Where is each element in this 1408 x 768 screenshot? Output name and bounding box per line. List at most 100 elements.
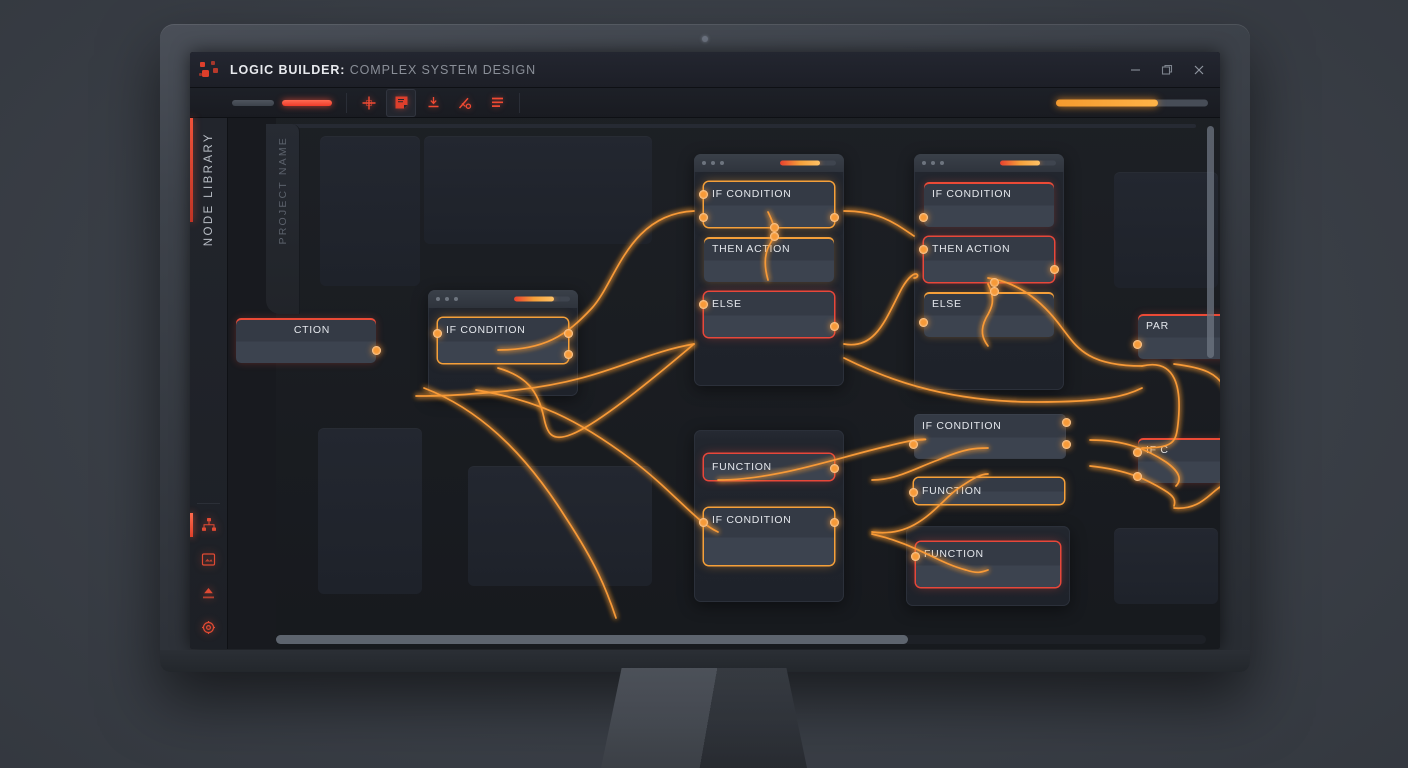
sidebar-icon-hierarchy[interactable] bbox=[190, 513, 222, 537]
title-bar: LOGIC BUILDER: COMPLEX SYSTEM DESIGN bbox=[190, 52, 1220, 88]
import-button[interactable] bbox=[418, 89, 448, 117]
webcam-dot bbox=[702, 36, 708, 42]
node-port-out[interactable] bbox=[564, 329, 573, 338]
node-if-condition[interactable]: IF CONDITION bbox=[699, 508, 839, 565]
node-if-condition-clipped[interactable]: IF C bbox=[1133, 438, 1220, 483]
node-port-out[interactable] bbox=[830, 322, 839, 331]
node-port-top[interactable] bbox=[770, 232, 779, 241]
node-canvas[interactable]: IF CONDITION THEN ACTION bbox=[236, 118, 1220, 649]
link-19 bbox=[1173, 363, 1220, 383]
close-button[interactable] bbox=[1184, 57, 1214, 83]
vertical-scrollbar[interactable] bbox=[1207, 126, 1214, 358]
node-label: FUNCTION bbox=[924, 548, 984, 560]
sidebar-icon-frame[interactable] bbox=[196, 547, 222, 571]
node-if-condition[interactable]: IF CONDITION bbox=[433, 318, 573, 363]
node-if-condition[interactable]: IF CONDITION bbox=[919, 182, 1054, 227]
node-if-condition-right[interactable]: IF CONDITION bbox=[909, 414, 1071, 459]
node-else[interactable]: ELSE bbox=[699, 292, 839, 337]
node-port-in[interactable] bbox=[909, 488, 918, 497]
node-parameter-clipped[interactable]: PAR bbox=[1133, 314, 1220, 359]
add-node-button[interactable] bbox=[354, 89, 384, 117]
node-port-top[interactable] bbox=[990, 287, 999, 296]
list-button[interactable] bbox=[482, 89, 512, 117]
node-group-1[interactable]: IF CONDITION THEN ACTION bbox=[694, 154, 844, 386]
group-header[interactable] bbox=[914, 154, 1064, 172]
node-body bbox=[704, 205, 834, 227]
toolbar-pill-inactive[interactable] bbox=[232, 99, 274, 106]
node-port-out[interactable] bbox=[830, 518, 839, 527]
maximize-button[interactable] bbox=[1152, 57, 1182, 83]
node-if-condition[interactable]: IF CONDITION bbox=[699, 182, 839, 232]
node-port-out[interactable] bbox=[1062, 418, 1071, 427]
node-function-mid[interactable]: FUNCTION bbox=[909, 478, 1064, 504]
node-port-in[interactable] bbox=[1133, 340, 1142, 349]
node-group-4[interactable]: FUNCTION IF CONDITION bbox=[694, 430, 844, 602]
node-port-bottom[interactable] bbox=[990, 278, 999, 287]
node-then-action[interactable]: THEN ACTION bbox=[919, 237, 1059, 287]
node-action-clipped[interactable]: CTION bbox=[236, 318, 381, 363]
node-port-in[interactable] bbox=[433, 329, 442, 338]
canvas-top-divider bbox=[288, 124, 1196, 128]
node-port-out[interactable] bbox=[830, 464, 839, 473]
node-port-out[interactable] bbox=[372, 346, 381, 355]
horizontal-scrollbar-thumb[interactable] bbox=[276, 635, 909, 644]
group-body: IF CONDITION THEN ACTION bbox=[694, 172, 844, 359]
node-port-bottom[interactable] bbox=[770, 223, 779, 232]
node-port-in[interactable] bbox=[909, 440, 918, 449]
node-group-2[interactable]: IF CONDITION THEN ACTION bbox=[914, 154, 1064, 390]
node-port-out[interactable] bbox=[830, 213, 839, 222]
node-port-out[interactable] bbox=[1050, 265, 1059, 274]
node-else[interactable]: ELSE bbox=[919, 287, 1054, 337]
node-body bbox=[916, 565, 1060, 587]
node-port-in2[interactable] bbox=[1133, 472, 1142, 481]
bg-panel-right-bottom bbox=[1114, 528, 1218, 604]
group-body: IF CONDITION THEN ACTION bbox=[914, 172, 1064, 359]
node-function[interactable]: FUNCTION bbox=[704, 454, 839, 480]
node-port-out2[interactable] bbox=[564, 350, 573, 359]
connect-button[interactable] bbox=[450, 89, 480, 117]
group-header[interactable] bbox=[428, 290, 578, 308]
canvas-area[interactable]: PROJECT NAME bbox=[228, 118, 1220, 649]
window-title-strong: LOGIC BUILDER: bbox=[230, 62, 346, 77]
horizontal-scrollbar-track[interactable] bbox=[276, 635, 1206, 644]
sidebar-icon-layers[interactable] bbox=[196, 581, 222, 605]
node-body bbox=[704, 260, 834, 282]
node-body bbox=[924, 315, 1054, 337]
node-port-in[interactable] bbox=[699, 190, 708, 199]
node-body bbox=[236, 341, 376, 363]
minimize-button[interactable] bbox=[1120, 57, 1150, 83]
bg-panel-a bbox=[320, 136, 420, 286]
group-header[interactable] bbox=[694, 154, 844, 172]
node-then-action[interactable]: THEN ACTION bbox=[704, 232, 834, 282]
node-port-in[interactable] bbox=[699, 300, 708, 309]
node-port-in[interactable] bbox=[919, 213, 928, 222]
sidebar-icon-settings[interactable] bbox=[196, 615, 222, 639]
node-label: IF CONDITION bbox=[922, 420, 1002, 432]
node-port-out2[interactable] bbox=[1062, 440, 1071, 449]
node-group-3[interactable]: IF CONDITION bbox=[428, 290, 578, 396]
group-body: FUNCTION bbox=[906, 526, 1070, 609]
node-function-lower[interactable]: FUNCTION bbox=[911, 542, 1060, 587]
toolbar bbox=[190, 88, 1220, 118]
toolbar-progress-fill bbox=[1056, 99, 1158, 106]
node-port-in[interactable] bbox=[699, 518, 708, 527]
bg-panel-d bbox=[468, 466, 652, 586]
node-port-in2[interactable] bbox=[699, 213, 708, 222]
toolbar-pill-active[interactable] bbox=[282, 99, 332, 106]
node-port-in[interactable] bbox=[919, 318, 928, 327]
bg-panel-b bbox=[424, 136, 652, 244]
node-group-5[interactable]: FUNCTION bbox=[906, 526, 1070, 606]
link-4 bbox=[843, 273, 919, 346]
note-button[interactable] bbox=[386, 88, 416, 117]
node-body bbox=[924, 205, 1054, 227]
node-port-in[interactable] bbox=[1133, 448, 1142, 457]
window-controls bbox=[1120, 57, 1220, 83]
node-port-in[interactable] bbox=[919, 245, 928, 254]
bg-panel-right-top bbox=[1114, 172, 1218, 288]
window-title-rest: COMPLEX SYSTEM DESIGN bbox=[349, 62, 537, 77]
node-port-in[interactable] bbox=[911, 552, 920, 561]
toolbar-progress-slider[interactable] bbox=[1056, 99, 1208, 106]
sidebar-title: NODE LIBRARY bbox=[202, 132, 215, 247]
project-panel-tab[interactable]: PROJECT NAME bbox=[266, 124, 300, 314]
logic-builder-logo bbox=[198, 60, 220, 80]
